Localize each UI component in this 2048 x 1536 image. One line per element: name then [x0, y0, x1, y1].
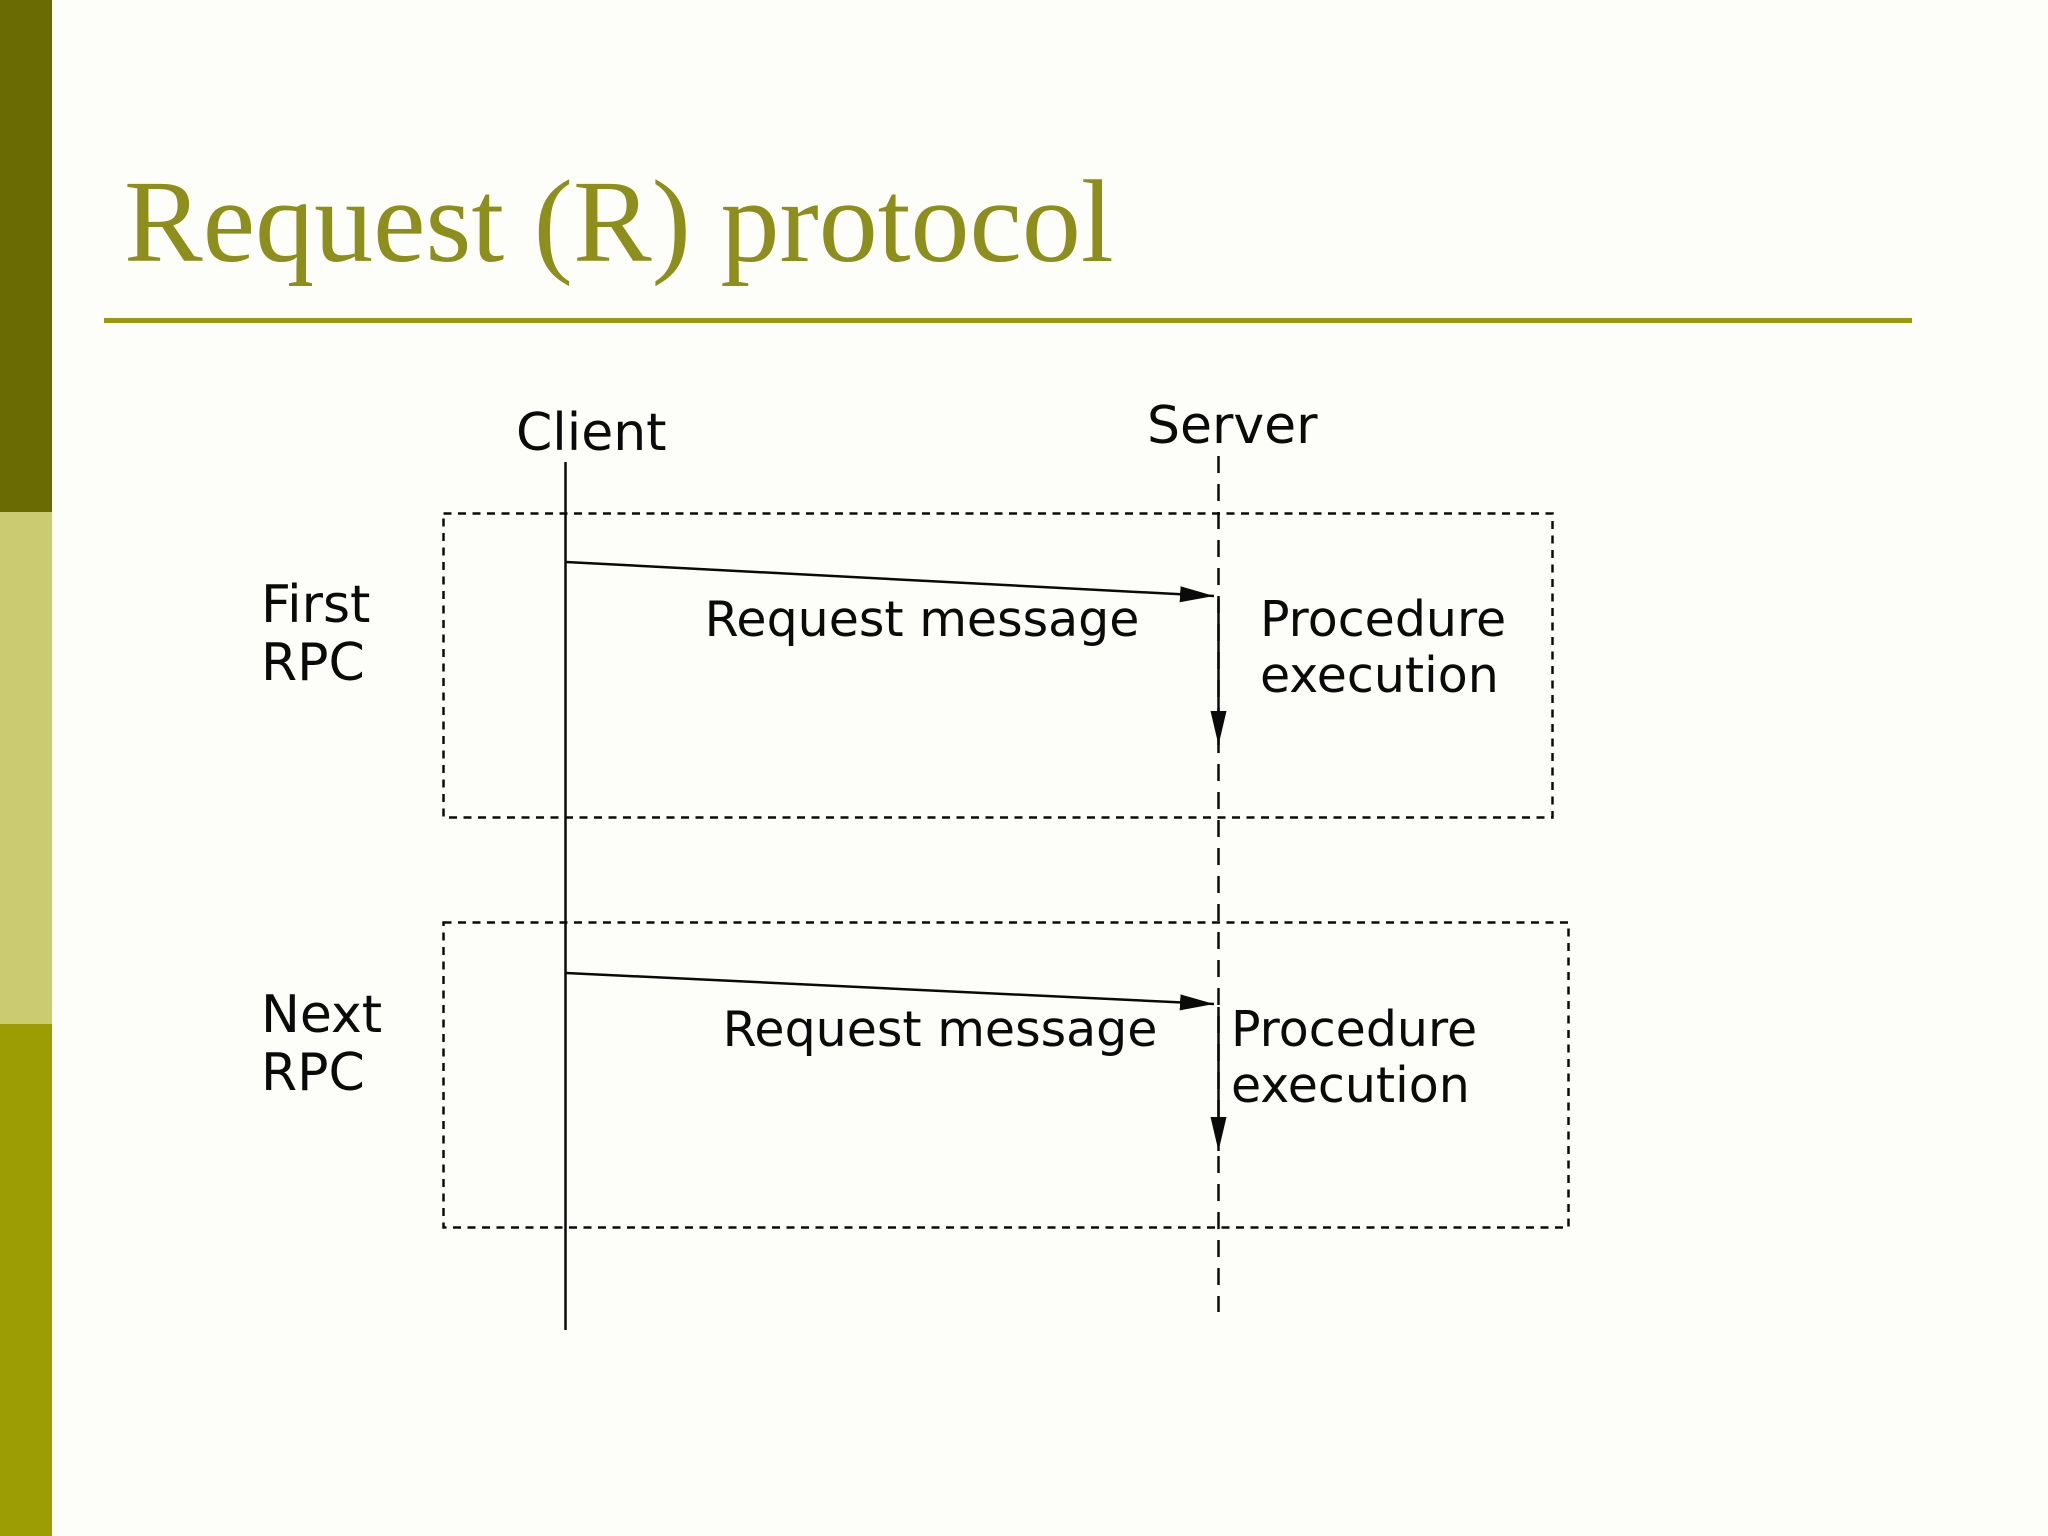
page-title: Request (R) protocol — [124, 156, 1114, 287]
accent-rail-bottom-segment — [0, 1024, 52, 1536]
next-rpc-box — [442, 921, 1570, 1229]
title-underline — [104, 318, 1912, 323]
accent-rail-top-segment — [0, 0, 52, 512]
first-request-arrow — [565, 560, 1215, 603]
client-lifeline-label: Client — [516, 403, 667, 463]
next-request-message-label: Request message — [722, 1001, 1158, 1058]
server-lifeline-label: Server — [1147, 396, 1318, 456]
next-request-arrow — [565, 971, 1215, 1011]
accent-rail-middle-segment — [0, 512, 52, 1024]
first-procedure-execution-label: Procedure execution — [1260, 591, 1507, 705]
next-procedure-execution-label: Procedure execution — [1231, 1001, 1478, 1115]
accent-rail — [0, 0, 52, 1536]
next-rpc-label: Next RPC — [261, 985, 383, 1104]
first-rpc-box — [442, 512, 1554, 819]
first-rpc-label: First RPC — [261, 575, 371, 694]
first-request-message-label: Request message — [704, 591, 1140, 648]
